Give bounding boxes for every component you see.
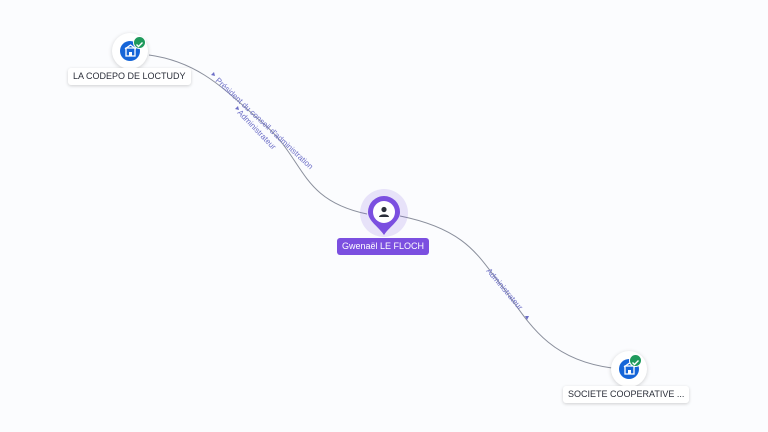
edge-arrow-3 bbox=[525, 316, 529, 320]
edge-label-president: Président du conseil d'administration bbox=[214, 76, 315, 171]
edge-label-administrateur-bottom: Administrateur bbox=[484, 267, 524, 313]
edge-arrow-1 bbox=[211, 72, 215, 76]
company-node-bottom[interactable] bbox=[611, 351, 647, 387]
company-label-top[interactable]: LA CODEPO DE LOCTUDY bbox=[68, 68, 191, 85]
verified-check-icon bbox=[133, 36, 146, 49]
edge-arrow-2 bbox=[235, 106, 239, 110]
verified-check-icon bbox=[629, 354, 642, 367]
person-label[interactable]: Gwenaël LE FLOCH bbox=[337, 238, 430, 255]
person-icon bbox=[379, 206, 389, 217]
edge-person-top-company[interactable] bbox=[148, 54, 368, 215]
location-pin-icon bbox=[368, 196, 400, 235]
company-label-bottom[interactable]: SOCIETE COOPERATIVE ... bbox=[563, 386, 690, 403]
company-node-top[interactable] bbox=[112, 33, 148, 69]
person-node[interactable] bbox=[367, 196, 401, 236]
edge-person-bottom-company[interactable] bbox=[399, 215, 613, 369]
